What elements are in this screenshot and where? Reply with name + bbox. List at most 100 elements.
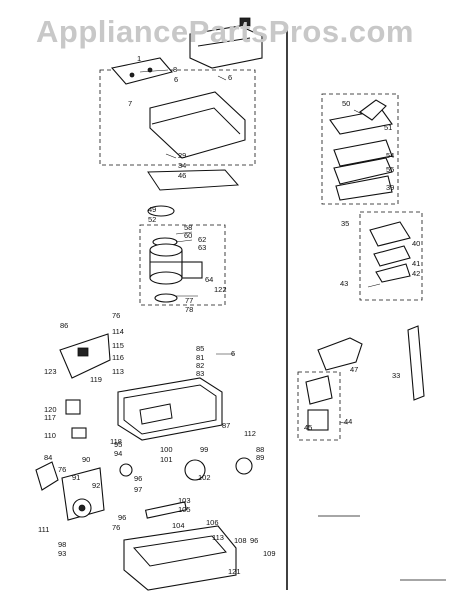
part-label-104: 104 <box>172 521 185 530</box>
part-label-76: 76 <box>112 311 120 320</box>
part-label-42: 42 <box>412 269 420 278</box>
floor-brush-tool <box>329 99 393 201</box>
part-label-122: 122 <box>214 285 227 294</box>
part-label-1: 1 <box>137 54 141 63</box>
part-label-99: 99 <box>200 445 208 454</box>
part-label-85: 85 <box>196 344 204 353</box>
part-label-6: 6 <box>231 349 235 358</box>
motor-seal-ring <box>154 293 178 303</box>
base-body <box>117 377 223 441</box>
leader-lines <box>139 69 381 425</box>
handle-part <box>189 17 263 69</box>
part-label-96: 96 <box>118 513 126 522</box>
small-parts-left <box>35 399 87 491</box>
part-label-45: 45 <box>304 423 312 432</box>
part-label-113: 113 <box>112 367 124 376</box>
part-label-44: 44 <box>344 417 352 426</box>
part-label-76: 76 <box>112 523 120 532</box>
part-label-33: 33 <box>392 371 400 380</box>
part-label-55: 55 <box>386 165 394 174</box>
part-label-47: 47 <box>350 365 358 374</box>
part-label-97: 97 <box>134 485 142 494</box>
part-label-121: 121 <box>228 567 241 576</box>
part-label-96: 96 <box>134 474 142 483</box>
part-label-29: 29 <box>178 151 186 160</box>
part-label-114: 114 <box>112 327 124 336</box>
part-label-86: 86 <box>60 321 68 330</box>
part-label-98: 98 <box>58 540 66 549</box>
part-label-109: 109 <box>263 549 276 558</box>
part-label-120: 120 <box>44 405 57 414</box>
part-label-60: 60 <box>184 231 192 240</box>
part-label-35: 35 <box>341 219 349 228</box>
part-label-81: 81 <box>196 353 204 362</box>
part-label-113: 113 <box>212 533 224 542</box>
part-label-91: 91 <box>72 473 80 482</box>
nozzle-base <box>123 525 237 591</box>
part-label-95: 95 <box>114 440 122 449</box>
part-label-41: 41 <box>412 259 420 268</box>
bag-holder <box>297 371 341 441</box>
part-label-119: 119 <box>90 375 102 384</box>
part-label-105: 105 <box>178 505 191 514</box>
part-label-34: 34 <box>178 161 186 170</box>
part-label-92: 92 <box>92 481 100 490</box>
part-label-102: 102 <box>198 473 211 482</box>
wheel-bracket <box>61 467 105 521</box>
part-label-111: 111 <box>38 525 49 534</box>
part-label-63: 63 <box>198 243 206 252</box>
part-label-112: 112 <box>244 429 256 438</box>
part-label-6: 6 <box>228 73 232 82</box>
part-label-52: 52 <box>148 215 156 224</box>
part-label-40: 40 <box>412 239 420 248</box>
part-label-117: 117 <box>44 413 56 422</box>
part-label-50: 50 <box>342 99 350 108</box>
part-label-83: 83 <box>196 369 204 378</box>
small-tools-box <box>359 211 423 301</box>
latch-part <box>110 57 173 85</box>
part-label-87: 87 <box>222 421 230 430</box>
lid-part <box>149 91 246 159</box>
part-label-110: 110 <box>44 431 56 440</box>
part-label-115: 115 <box>112 341 124 350</box>
part-label-7: 7 <box>128 99 132 108</box>
part-label-77: 77 <box>185 296 193 305</box>
part-label-94: 94 <box>114 449 122 458</box>
part-label-101: 101 <box>160 455 173 464</box>
part-label-76: 76 <box>58 465 66 474</box>
part-label-6: 6 <box>174 75 178 84</box>
part-label-8: 8 <box>173 65 177 74</box>
part-label-88: 88 <box>256 445 264 454</box>
part-label-84: 84 <box>44 453 52 462</box>
part-label-54: 54 <box>386 151 394 160</box>
part-label-89: 89 <box>256 453 264 462</box>
attachments-box <box>321 93 399 205</box>
crevice-tool <box>317 325 425 401</box>
gasket-ring <box>147 169 240 191</box>
part-label-43: 43 <box>340 279 348 288</box>
part-label-64: 64 <box>205 275 213 284</box>
part-label-100: 100 <box>160 445 173 454</box>
part-label-58: 58 <box>184 223 192 232</box>
switch-housing <box>59 333 111 379</box>
rear-wheel <box>119 457 253 481</box>
part-label-82: 82 <box>196 361 204 370</box>
part-label-90: 90 <box>82 455 90 464</box>
part-label-93: 93 <box>58 549 66 558</box>
part-label-39: 39 <box>386 183 394 192</box>
filter-disc <box>147 205 175 217</box>
part-label-118: 118 <box>110 437 122 446</box>
part-label-116: 116 <box>112 353 124 362</box>
part-label-96: 96 <box>250 536 258 545</box>
part-label-123: 123 <box>44 367 57 376</box>
part-label-46: 46 <box>178 171 186 180</box>
brush-strip <box>144 501 188 519</box>
part-label-106: 106 <box>206 518 219 527</box>
motor-part <box>149 237 203 285</box>
part-label-51: 51 <box>384 123 392 132</box>
part-label-62: 62 <box>198 235 206 244</box>
part-label-103: 103 <box>178 496 191 505</box>
watermark-text: AppliancePartsPros.com <box>36 14 414 49</box>
part-label-108: 108 <box>234 536 247 545</box>
